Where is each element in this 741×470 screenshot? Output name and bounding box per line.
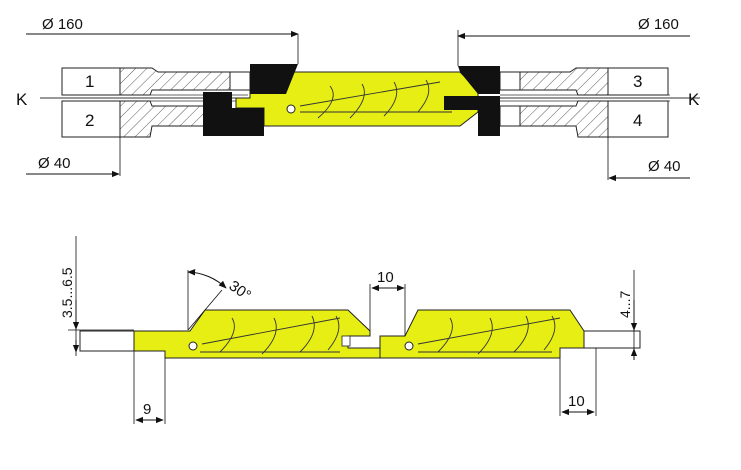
dim-gap-width: 10 (377, 269, 394, 286)
tool-label-1: 1 (85, 72, 94, 91)
tool-label-2: 2 (85, 111, 94, 130)
tool-body-1 (61, 67, 121, 96)
tool-label-3: 3 (633, 72, 642, 91)
dim-diameter-left: Ø 160 (42, 16, 83, 33)
hatched-body-right-upper (519, 67, 609, 96)
tool-label-4: 4 (633, 111, 642, 130)
pin-hole-left (188, 341, 198, 351)
tool-body-2 (61, 100, 121, 138)
axis-label-right: K (688, 90, 700, 109)
pin-hole-right (404, 341, 414, 351)
dim-right-thickness: 4...7 (617, 291, 633, 318)
dim-left-offset: 9 (143, 401, 151, 418)
dim-bore-left: Ø 40 (38, 155, 71, 172)
bottom-view: 3.5...6.5 30° 10 4...7 9 10 (59, 236, 641, 424)
knife-1 (250, 64, 298, 94)
dim-bore-right: Ø 40 (648, 158, 681, 175)
dim-angle: 30° (226, 277, 254, 304)
tool-body-4 (607, 100, 669, 138)
knife-2 (203, 92, 264, 136)
knife-3 (458, 66, 500, 94)
hatched-body-left-upper (119, 67, 231, 96)
hatched-body-right-lower (519, 100, 609, 138)
knife-4 (444, 96, 500, 136)
dim-diameter-right: Ø 160 (638, 16, 679, 33)
dim-right-offset: 10 (568, 393, 585, 410)
pin-hole-top (286, 104, 296, 114)
axis-label-left: K (16, 90, 28, 109)
tool-body-3 (607, 67, 669, 96)
dim-tongue-depth: 3.5...6.5 (59, 267, 75, 318)
top-view: 1 2 3 4 K K Ø 160 Ø 160 Ø 40 Ø 40 (16, 16, 700, 182)
hatched-body-left-lower (119, 100, 206, 138)
